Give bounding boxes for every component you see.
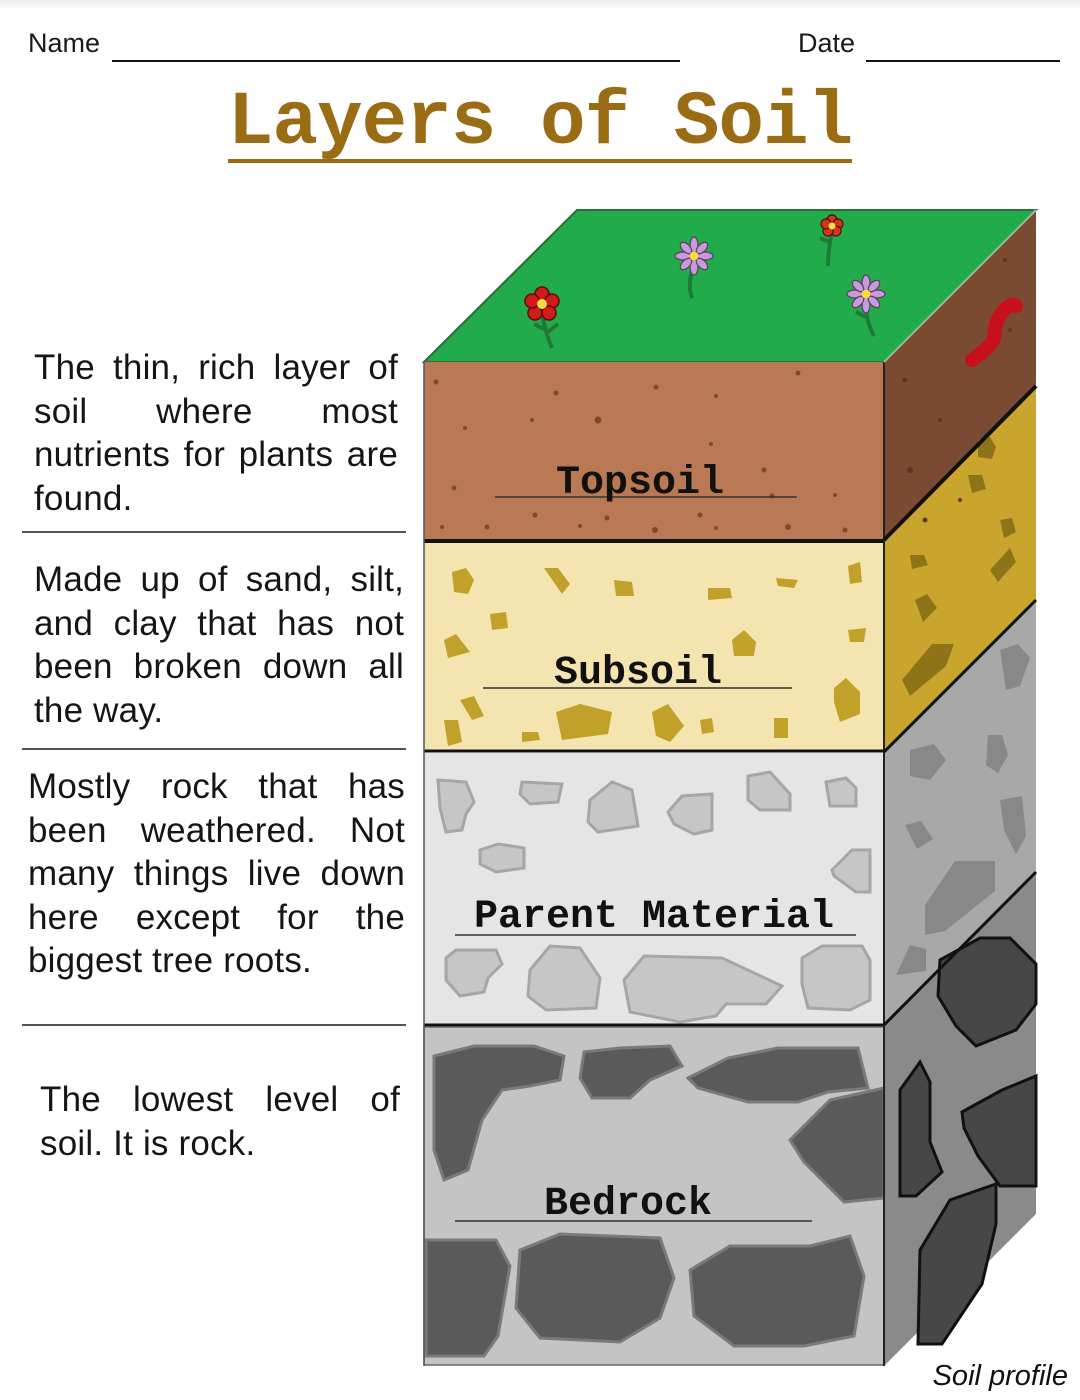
divider [22,1024,406,1026]
page-top-shade [0,0,1080,10]
layer-label-topsoil: Topsoil [556,461,724,506]
description-parent-material: Mostly rock that has been weathered. Not… [28,767,405,980]
divider [22,748,406,750]
name-label: Name [28,28,101,58]
diagram-caption: Soil profile [932,1360,1068,1392]
earthworm-icon [965,297,1023,367]
date-label: Date [798,28,856,58]
layer-label-bedrock: Bedrock [544,1182,712,1227]
description-topsoil: The thin, rich layer of soil where most … [34,348,398,518]
layer-label-parent-material: Parent Material [474,895,834,940]
page-title: Layers of Soil [0,80,1080,166]
name-field-line[interactable] [112,38,680,62]
parent-material-front: Parent Material [424,753,884,1024]
description-bedrock: The lowest level of soil. It is rock. [40,1080,400,1163]
red-flower-icon [524,286,560,349]
bedrock-front: Bedrock [423,1026,886,1366]
purple-flower-icon [846,274,886,337]
topsoil-front: Topsoil [424,362,884,540]
page-title-text: Layers of Soil [227,80,853,166]
date-field-line[interactable] [866,38,1060,62]
side-faces [884,210,1038,1366]
red-flower-icon [819,214,844,267]
subsoil-front: Subsoil [424,543,884,751]
purple-flower-icon [674,236,714,299]
divider [22,531,406,533]
layer-label-subsoil: Subsoil [554,651,722,696]
description-subsoil: Made up of sand, silt, and clay that has… [34,560,404,730]
